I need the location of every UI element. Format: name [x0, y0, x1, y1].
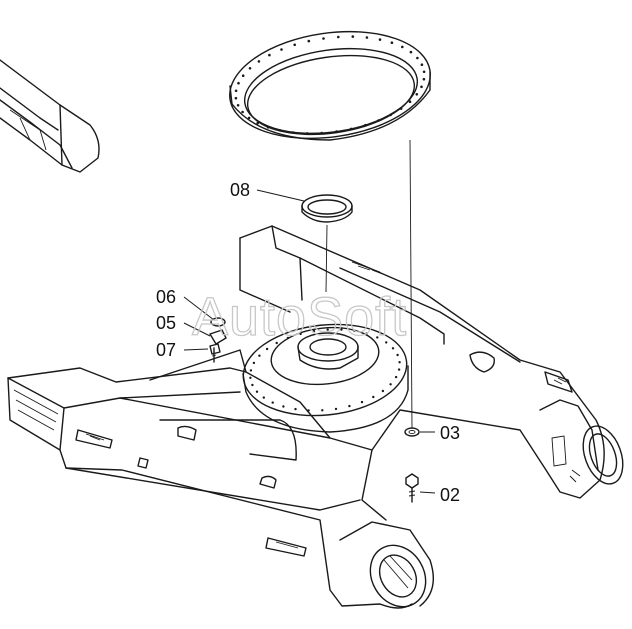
- bolt-hole-dot: [256, 121, 260, 125]
- bolt-hole-dot: [299, 332, 302, 336]
- bolt-hole-dot: [360, 400, 364, 404]
- bolt-hole-dot: [294, 407, 297, 411]
- washer-03: [404, 427, 420, 437]
- bolt-hole-dot: [307, 39, 311, 43]
- bolt-hole-dot: [268, 53, 271, 57]
- bolt-hole-dot: [389, 113, 392, 117]
- bolt-hole-dot: [408, 100, 412, 103]
- bolt-hole-dot: [420, 63, 424, 66]
- bolt-hole-dot: [249, 376, 252, 379]
- bolt-hole-dot: [321, 409, 324, 412]
- bolt-hole-dot: [372, 395, 375, 399]
- bolt-hole-dot: [394, 375, 398, 379]
- bolt-hole-dot: [422, 70, 426, 74]
- washer-06: [210, 317, 226, 327]
- bolt-hole-dot: [280, 48, 283, 51]
- bolt-hole-dot: [266, 126, 270, 129]
- bolt-hole-dot: [251, 383, 254, 387]
- bolt-hole-dot: [378, 38, 382, 41]
- bolt-hole-dot: [365, 332, 368, 335]
- bolt-hole-dot: [252, 361, 256, 365]
- bolt-hole-dot: [364, 123, 367, 127]
- bolt-hole-dot: [237, 81, 240, 85]
- bolt-hole-dot: [234, 96, 238, 100]
- bolt-hole-dot: [257, 60, 261, 63]
- bolt-hole-dot: [326, 328, 329, 331]
- bolt-hole-dot: [381, 389, 385, 393]
- upper-left-frame-fragment: [0, 59, 100, 173]
- bolt-hole-dot: [409, 50, 413, 54]
- leader-lines: [183, 189, 436, 494]
- bolt-hole-dot: [278, 129, 282, 132]
- bolt-hole-dot: [401, 45, 404, 49]
- plate-05: [209, 329, 227, 345]
- callout-06: 06: [156, 287, 176, 307]
- bolt-hole-dot: [340, 328, 343, 331]
- bolt-hole-dot: [334, 407, 338, 411]
- bolt-hole-dot: [399, 107, 403, 110]
- bolt-hole-dot: [248, 67, 252, 70]
- bolt-hole-dot: [249, 369, 253, 372]
- bolt-hole-dot: [241, 74, 245, 77]
- swing-mount: [242, 323, 409, 433]
- callout-08: 08: [230, 180, 250, 200]
- bolt-hole-dot: [255, 390, 259, 393]
- bolt-hole-dot: [337, 35, 340, 39]
- bolt-hole-dot: [415, 93, 419, 96]
- bolt-hole-dot: [291, 131, 295, 134]
- bolt-hole-dot: [247, 116, 251, 120]
- swing-bearing-ring: [229, 30, 431, 141]
- bolt-hole-dot: [348, 404, 351, 408]
- bolt-hole-dot: [416, 56, 419, 60]
- bolt-hole-dot: [391, 347, 395, 350]
- callout-02: 02: [440, 485, 460, 505]
- bolt-hole-dot: [282, 405, 285, 408]
- bolt-hole-dot: [377, 119, 380, 122]
- bolt-hole-dot: [422, 77, 426, 81]
- bolt-hole-dot: [262, 396, 265, 399]
- bolt-hole-dot: [420, 85, 423, 89]
- bolt-hole-dot: [396, 353, 399, 357]
- bolt-hole-dot: [365, 36, 369, 39]
- bolt-07: [209, 343, 221, 363]
- bolt-hole-dot: [312, 329, 316, 333]
- track-frame: [7, 225, 624, 609]
- bolt-hole-dot: [265, 347, 269, 351]
- bolt-hole-dot: [320, 131, 324, 135]
- callout-07: 07: [156, 340, 176, 360]
- bolt-hole-dot: [351, 35, 355, 38]
- bolt-hole-dot: [390, 41, 394, 44]
- bolt-hole-dot: [353, 329, 356, 333]
- bolt-hole-dot: [258, 354, 261, 357]
- bolt-hole-dot: [335, 130, 338, 133]
- bolt-hole-dot: [322, 37, 325, 40]
- bolt-hole-dot: [389, 383, 392, 386]
- seal-ring-08: [301, 194, 353, 293]
- callout-05: 05: [156, 313, 176, 333]
- bolt-hole-dot: [234, 89, 238, 93]
- bolt-hole-dot: [307, 409, 310, 412]
- bolt-hole-dot: [275, 341, 278, 345]
- watermark: AutoSoft: [192, 287, 407, 347]
- bolt-02: [405, 473, 419, 503]
- bolt-hole-dot: [293, 43, 297, 47]
- bolt-hole-dot: [349, 127, 353, 131]
- bolt-hole-dot: [236, 104, 240, 107]
- bolt-axis-line: [409, 139, 413, 429]
- bolt-hole-dot: [398, 361, 401, 364]
- bolt-hole-dot: [305, 132, 309, 135]
- bolt-hole-dot: [397, 368, 401, 371]
- bolt-hole-dot: [271, 401, 274, 404]
- bolt-hole-dot: [286, 336, 290, 340]
- callout-03: 03: [440, 423, 460, 443]
- small-parts: [209, 317, 227, 363]
- bolt-hole-dot: [241, 110, 244, 114]
- bolt-hole-dot: [376, 336, 379, 339]
- bolt-hole-dot: [385, 341, 388, 344]
